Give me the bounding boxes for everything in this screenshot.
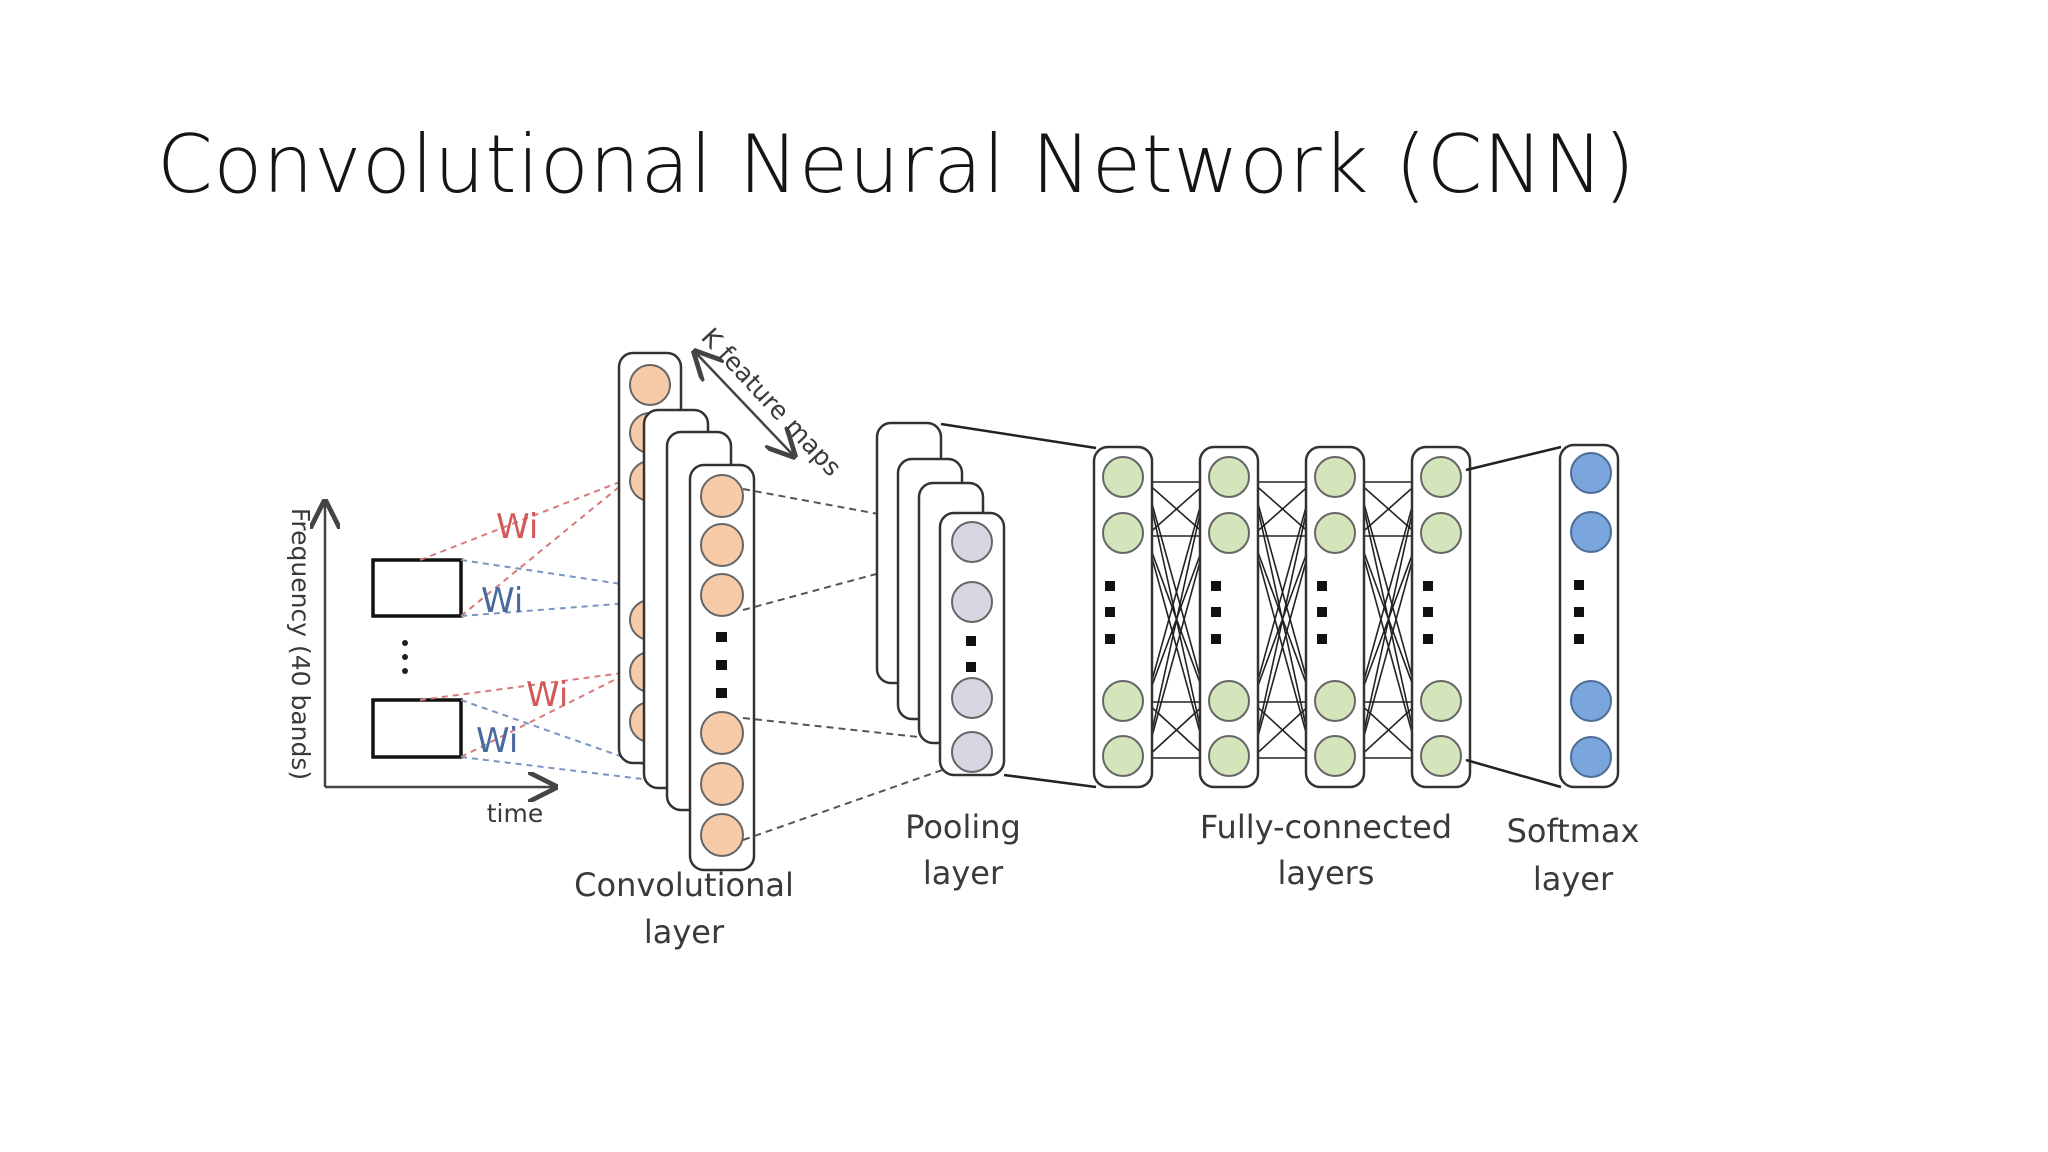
pool-fc-connectors (940, 422, 1097, 789)
input-frame-top (371, 558, 463, 618)
pool-ellipsis (966, 636, 976, 672)
slide-title: Convolutional Neural Network (CNN) (157, 118, 1636, 211)
fc-layer-label-1: Fully-connected (1200, 808, 1452, 846)
fc-layer-2 (1198, 445, 1260, 789)
feature-maps-arrow (695, 352, 794, 456)
weight-label-blue-bottom: Wi (476, 721, 518, 761)
fc-layer-1 (1092, 445, 1154, 789)
fc-cross-connections (1145, 481, 1420, 759)
weight-label-red-top: Wi (496, 507, 538, 547)
softmax-nodes (1570, 452, 1612, 778)
softmax-layer-label-1: Softmax (1507, 812, 1640, 850)
conv-layer-label-2: layer (644, 913, 725, 951)
feature-map-front-ellipsis (716, 632, 727, 698)
convolutional-layer (617, 351, 756, 872)
pool-layer-label-1: Pooling (905, 808, 1021, 846)
fc-layer-3 (1304, 445, 1366, 789)
conv-layer-label-1: Convolutional (574, 866, 794, 904)
fc-softmax-connectors (1465, 445, 1562, 789)
weight-connections (419, 477, 709, 788)
y-axis-label: Frequency (40 bands) (286, 508, 315, 780)
input-frame-bottom (371, 698, 463, 759)
fully-connected-layers (1092, 445, 1472, 789)
fc-layer-4 (1410, 445, 1472, 789)
input-ellipsis (402, 640, 408, 674)
pool-layer-label-2: layer (923, 854, 1004, 892)
softmax-ellipsis (1574, 580, 1584, 644)
pooling-layer (875, 421, 1006, 777)
pool-nodes (951, 521, 993, 773)
feature-map-front-nodes (700, 474, 744, 857)
weight-label-red-bottom: Wi (526, 675, 568, 715)
fc-layer-label-2: layers (1278, 854, 1375, 892)
softmax-layer (1558, 443, 1620, 789)
input-axes (325, 502, 555, 787)
x-axis-label: time (487, 799, 543, 828)
weight-label-blue-top: Wi (481, 581, 523, 621)
softmax-layer-label-2: layer (1533, 860, 1614, 898)
